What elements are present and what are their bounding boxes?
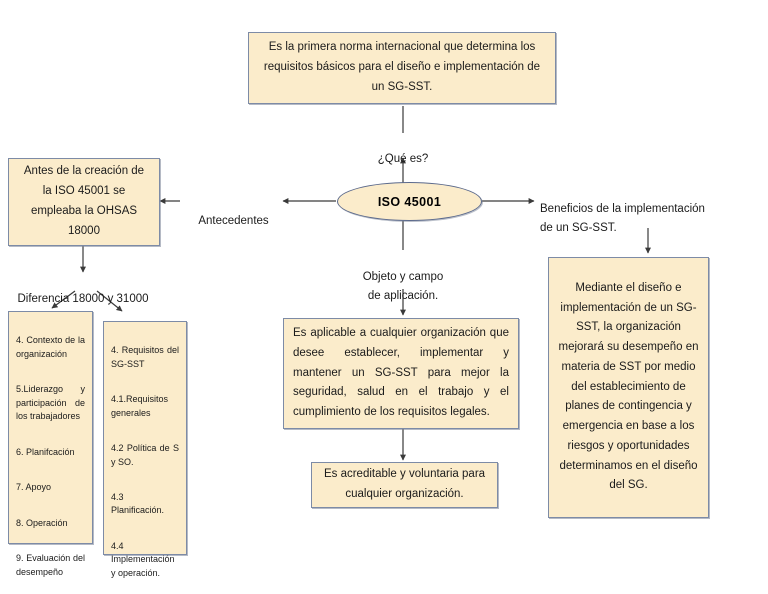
node-antecedentes-text: Antes de la creación de la ISO 45001 se … [23, 165, 145, 237]
node-beneficios-text: Mediante el diseño e implementación de u… [558, 281, 699, 492]
list-item: 7. Apoyo [16, 482, 52, 493]
edge-label-beneficios-text: Beneficios de la implementación de un SG… [540, 203, 705, 234]
node-iso45001-clauses[interactable]: 4. Contexto de la organización 5.Lideraz… [8, 311, 93, 577]
edge-label-objeto-text: Objeto y campo de aplicación. [362, 271, 444, 302]
node-aplicacion-text: Es aplicable a cualquier organización qu… [293, 327, 509, 419]
list-item: 4.1.Requisitos generales [111, 394, 169, 418]
node-iso-45001-center[interactable]: ISO 45001 [337, 182, 482, 221]
edge-label-antecedentes-text: Antecedentes [198, 215, 269, 228]
list-item: 4.4 Implementación y operación. [111, 541, 175, 578]
edge-label-diferencia: Diferencia 18000 y 31000 [8, 272, 158, 309]
node-antecedentes[interactable]: Antes de la creación de la ISO 45001 se … [8, 158, 160, 246]
list-item: 4. Contexto de la organización [16, 335, 85, 359]
node-beneficios[interactable]: Mediante el diseño e implementación de u… [548, 257, 709, 518]
list-item: 4.2 Política de S y SO. [111, 443, 179, 467]
node-acreditable-text: Es acreditable y voluntaria para cualqui… [323, 468, 486, 500]
list-item: 9. Evaluación del desempeño [16, 553, 85, 577]
node-ohsas18000-clauses[interactable]: 4. Requisitos del SG-SST 4.1.Requisitos … [103, 321, 187, 578]
edge-label-beneficios: Beneficios de la implementación de un SG… [540, 182, 756, 237]
center-label: ISO 45001 [377, 194, 442, 209]
edge-label-antecedentes: Antecedentes [186, 194, 281, 231]
edge-label-que-es-text: ¿Qué es? [377, 153, 429, 166]
list-item: 4. Requisitos del SG-SST [111, 345, 179, 369]
list-item: 8. Operación [16, 517, 68, 528]
node-ohsas18000-clauses-text: 4. Requisitos del SG-SST 4.1.Requisitos … [111, 331, 179, 594]
edge-label-objeto: Objeto y campo de aplicación. [338, 250, 468, 305]
node-iso45001-clauses-text: 4. Contexto de la organización 5.Lideraz… [16, 321, 85, 594]
list-item: 6. Planifcación [16, 446, 75, 457]
node-definicion[interactable]: Es la primera norma internacional que de… [248, 32, 556, 104]
edge-label-que-es: ¿Qué es? [353, 132, 453, 169]
node-aplicacion[interactable]: Es aplicable a cualquier organización qu… [283, 318, 519, 429]
list-item: 4.3 Planificación. [111, 492, 165, 516]
node-acreditable[interactable]: Es acreditable y voluntaria para cualqui… [311, 462, 498, 508]
list-item: 5.Liderazgo y participación de los traba… [16, 384, 85, 421]
node-definicion-text: Es la primera norma internacional que de… [263, 41, 541, 93]
edge-label-diferencia-text: Diferencia 18000 y 31000 [17, 293, 149, 306]
